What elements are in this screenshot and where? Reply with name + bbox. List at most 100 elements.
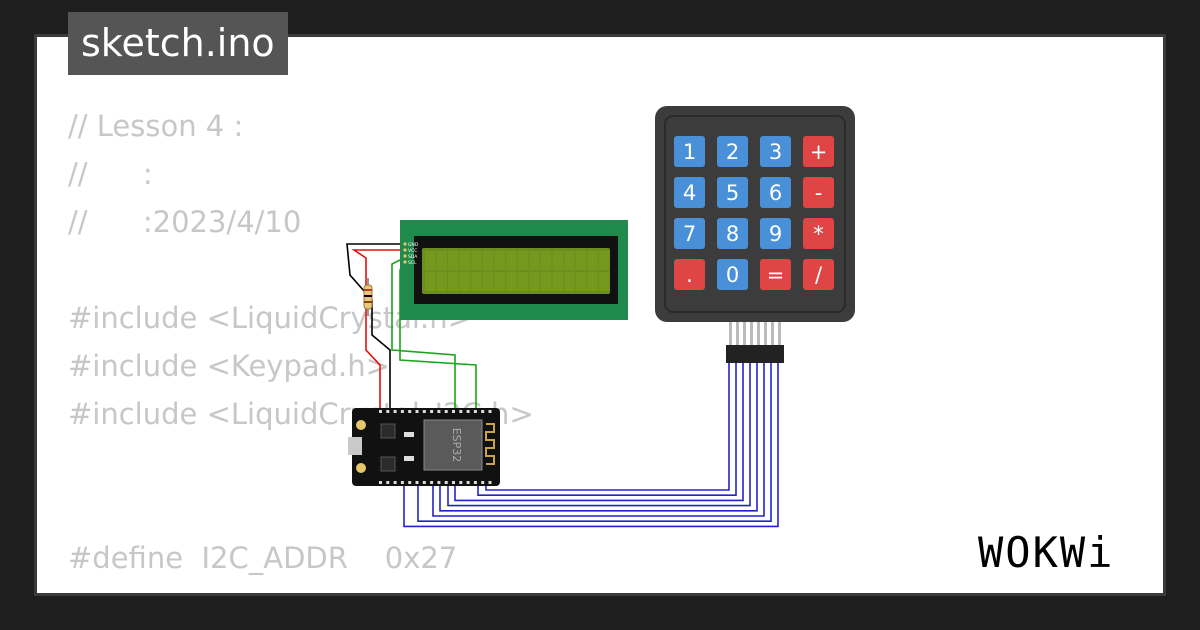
esp32-pin [393,410,397,413]
esp32-chip [423,419,483,471]
lcd-cell [599,251,610,270]
keypad-key[interactable]: = [760,259,791,290]
lcd-cell [425,272,436,291]
code-line: // :2023/4/10 [68,205,302,239]
lcd-pin-label: VCC [408,248,417,254]
lcd-cell [517,272,529,291]
keypad-key[interactable]: 6 [760,177,791,208]
code-line: // Lesson 4 : [68,109,244,143]
esp32-pin [473,481,477,484]
lcd-cell [552,251,563,270]
keypad-key-label: 3 [769,140,782,164]
antenna [485,423,495,465]
lcd-cell [459,251,471,270]
keypad-key[interactable]: / [803,259,834,290]
esp32-pin [488,481,492,484]
lcd-cell [587,251,598,270]
keypad-pin [750,322,753,348]
lcd-cell [529,251,540,270]
keypad-key-label: 0 [726,263,739,287]
esp32-pin [400,410,404,413]
esp32-pin [444,481,448,484]
keypad-key-label: 2 [726,140,739,164]
keypad-key-label: = [767,263,785,287]
keypad-wires [403,362,779,528]
wire-green-sda [391,257,456,408]
keypad-key-label: 7 [683,222,696,246]
esp32-label: ESP32 [450,428,463,463]
keypad-key[interactable]: 8 [717,218,748,249]
wire-blue [447,362,751,507]
code-line: #include <Keypad.h> [68,349,390,383]
esp32-pin [437,481,441,484]
keypad-key-label: / [815,263,823,287]
lcd-cell [425,251,436,270]
keypad-key-label: 4 [683,181,696,205]
keypad-key[interactable]: + [803,136,834,167]
lcd-pin [403,242,407,246]
esp32-pin [473,410,477,413]
keypad-key[interactable]: . [674,259,705,290]
esp32-pin [459,410,463,413]
usb-port [348,437,362,455]
esp32-pin [466,481,470,484]
keypad-key[interactable]: - [803,177,834,208]
esp32-pin [422,410,426,413]
lcd-pin [403,254,407,258]
lcd-cell [575,272,587,291]
lcd-cell [448,251,459,270]
esp32-pin [386,481,390,484]
esp32-pin [437,410,441,413]
keypad-key[interactable]: 9 [760,218,791,249]
keypad-pin [771,322,774,348]
keypad-key[interactable]: 1 [674,136,705,167]
keypad-pin [729,322,732,348]
keypad-key[interactable]: 5 [717,177,748,208]
esp32-pin [408,481,412,484]
code-line: #define LCD_COLUMNS 16 [68,582,534,593]
esp32-pin [415,481,419,484]
lcd-cell [552,272,563,291]
lcd-cell [483,251,494,270]
wire-blue [454,362,744,502]
keypad-pin [743,322,746,348]
keypad-key[interactable]: 3 [760,136,791,167]
esp32-pin [430,410,434,413]
wokwi-logo: WOKWi [978,528,1115,577]
lcd-cell [448,272,459,291]
keypad-key[interactable]: 7 [674,218,705,249]
keypad-key[interactable]: 0 [717,259,748,290]
keypad-key-label: 1 [683,140,696,164]
esp32-pin [379,481,382,484]
keypad-pin [764,322,767,348]
keypad-key[interactable]: 4 [674,177,705,208]
esp32-pin [466,410,470,413]
esp32-pin [408,410,412,413]
code-line: #define I2C_ADDR 0x27 [68,541,458,575]
lcd-cell [459,272,471,291]
keypad-key[interactable]: * [803,218,834,249]
file-tab[interactable]: sketch.ino [68,12,288,75]
wire-blue [417,362,772,523]
esp32-board: ESP32 [348,408,500,486]
resistor [363,278,373,316]
keypad-key-label: 6 [769,181,782,205]
lcd-pin [403,260,407,264]
wire-blue [403,362,779,528]
keypad-pin [757,322,760,348]
file-tab-label: sketch.ino [81,21,275,65]
keypad-connector [726,322,784,363]
lcd-pin-label: SCL [408,260,417,266]
wire-blue [439,362,758,512]
lcd-pin [403,248,407,252]
wire-blue [477,362,737,497]
esp32-pin [452,481,455,484]
lcd-cell [587,272,598,291]
keypad-key[interactable]: 2 [717,136,748,167]
lcd-cell [471,272,482,291]
keypad-key-label: - [815,181,823,205]
lcd-cell [529,272,540,291]
